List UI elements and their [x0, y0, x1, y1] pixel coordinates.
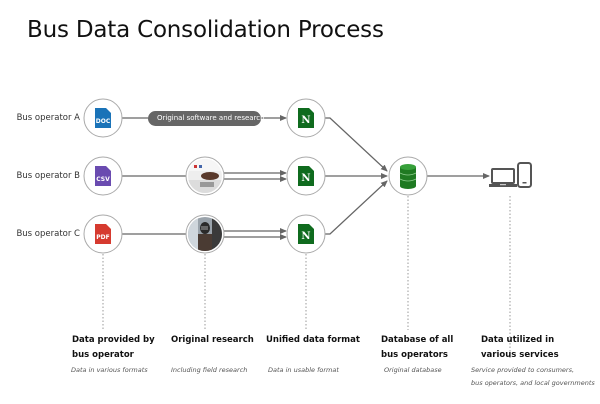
- column-subtitle-database: Original database: [384, 366, 442, 374]
- column-subtitle-line: Service provided to consumers,: [471, 366, 575, 374]
- doc-file-icon: [95, 108, 111, 128]
- unified-letter: N: [301, 115, 310, 126]
- unified-node-a: N: [286, 98, 326, 138]
- pdf-file-icon: [95, 224, 111, 244]
- row-label-operator-a: Bus operator A: [16, 113, 80, 123]
- csv-file-icon: [95, 166, 111, 186]
- column-title-services: Data utilized in various services: [481, 333, 559, 363]
- column-title-line: bus operator: [72, 350, 134, 360]
- doc-format-label: DOC: [96, 118, 111, 125]
- unified-letter: N: [301, 231, 310, 242]
- dotted-guides: [102, 196, 511, 358]
- unified-letter: N: [301, 173, 310, 184]
- source-node-c: PDF: [83, 214, 123, 254]
- unified-file-icon: [298, 108, 314, 128]
- column-title-line: Data provided by: [72, 335, 155, 345]
- column-subtitle-unified: Data in usable format: [268, 366, 339, 374]
- column-title-database: Database of all bus operators: [381, 333, 453, 363]
- database-icon: [399, 164, 417, 189]
- unified-file-icon: [298, 224, 314, 244]
- column-subtitle-source: Data in various formats: [71, 366, 148, 374]
- page-title: Bus Data Consolidation Process: [27, 17, 384, 43]
- column-title-line: Original research: [171, 335, 254, 345]
- unified-node-b: N: [286, 156, 326, 196]
- column-subtitle-line: bus operators, and local governments: [471, 379, 595, 387]
- row-label-operator-c: Bus operator C: [16, 229, 80, 239]
- column-subtitle-research: Including field research: [171, 366, 248, 374]
- pdf-format-label: PDF: [96, 234, 109, 241]
- connector-c-to-db: [325, 180, 388, 235]
- connector-a-to-db: [325, 117, 388, 172]
- row-label-operator-b: Bus operator B: [16, 171, 80, 181]
- column-title-line: Data utilized in: [481, 335, 555, 345]
- column-title-line: Database of all: [381, 335, 454, 345]
- devices-icon: [489, 162, 532, 188]
- laptop-icon: [489, 168, 517, 187]
- source-node-b: CSV: [83, 156, 123, 196]
- database-node: [388, 156, 428, 196]
- smartphone-icon: [517, 162, 532, 188]
- source-node-a: DOC: [83, 98, 123, 138]
- column-title-source: Data provided by bus operator: [72, 333, 155, 363]
- column-subtitle-services: Service provided to consumers, bus opera…: [471, 364, 595, 390]
- original-software-pill: Original software and research: [148, 111, 265, 126]
- research-photo-c: [185, 214, 225, 254]
- research-photo-b: [185, 156, 225, 196]
- unified-node-c: N: [286, 214, 326, 254]
- unified-file-icon: [298, 166, 314, 186]
- column-title-line: various services: [481, 350, 559, 360]
- csv-format-label: CSV: [96, 176, 110, 183]
- column-title-line: bus operators: [381, 350, 448, 360]
- column-title-research: Original research: [171, 333, 254, 348]
- column-title-unified: Unified data format: [266, 333, 360, 348]
- column-title-line: Unified data format: [266, 335, 360, 345]
